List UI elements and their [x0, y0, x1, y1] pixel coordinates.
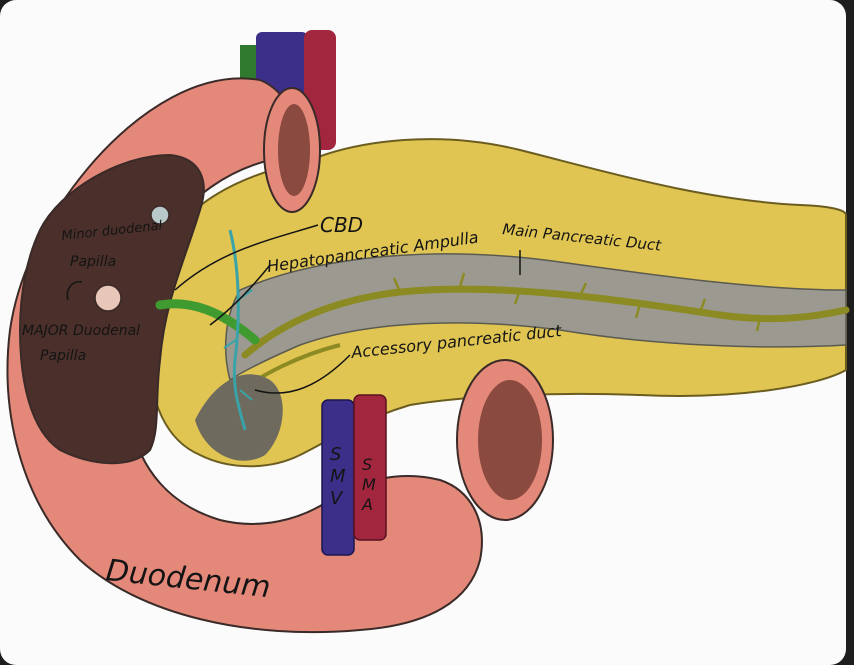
major-papilla-mark: [94, 284, 122, 312]
duodenum-distal-lumen: [478, 380, 542, 500]
label-major-papilla-line1: MAJOR Duodenal: [22, 323, 140, 339]
common-bile-duct: [155, 299, 260, 345]
duodenum-upper-lumen: [278, 104, 310, 196]
sma-vessel: [353, 394, 387, 541]
major-papilla-leader: [66, 281, 83, 301]
duct-branches: [392, 272, 762, 332]
label-major-papilla-line2: Papilla: [40, 348, 86, 364]
main-pancreatic-duct: [241, 285, 850, 359]
pancreas: [148, 138, 850, 468]
minor-papilla-mark: [150, 205, 170, 225]
label-cbd: CBD: [320, 213, 363, 237]
mesenteric-vessels: [321, 394, 387, 556]
label-minor-papilla-line2: Papilla: [70, 254, 116, 270]
teal-vessel: [228, 229, 247, 431]
cbd-leader: [174, 224, 319, 291]
uncinate-process: [195, 374, 283, 461]
leader-lines: [66, 224, 521, 394]
ampulla-leader: [209, 264, 271, 326]
pancreas-cut-section: [224, 253, 847, 382]
accessory-leader: [254, 354, 351, 394]
